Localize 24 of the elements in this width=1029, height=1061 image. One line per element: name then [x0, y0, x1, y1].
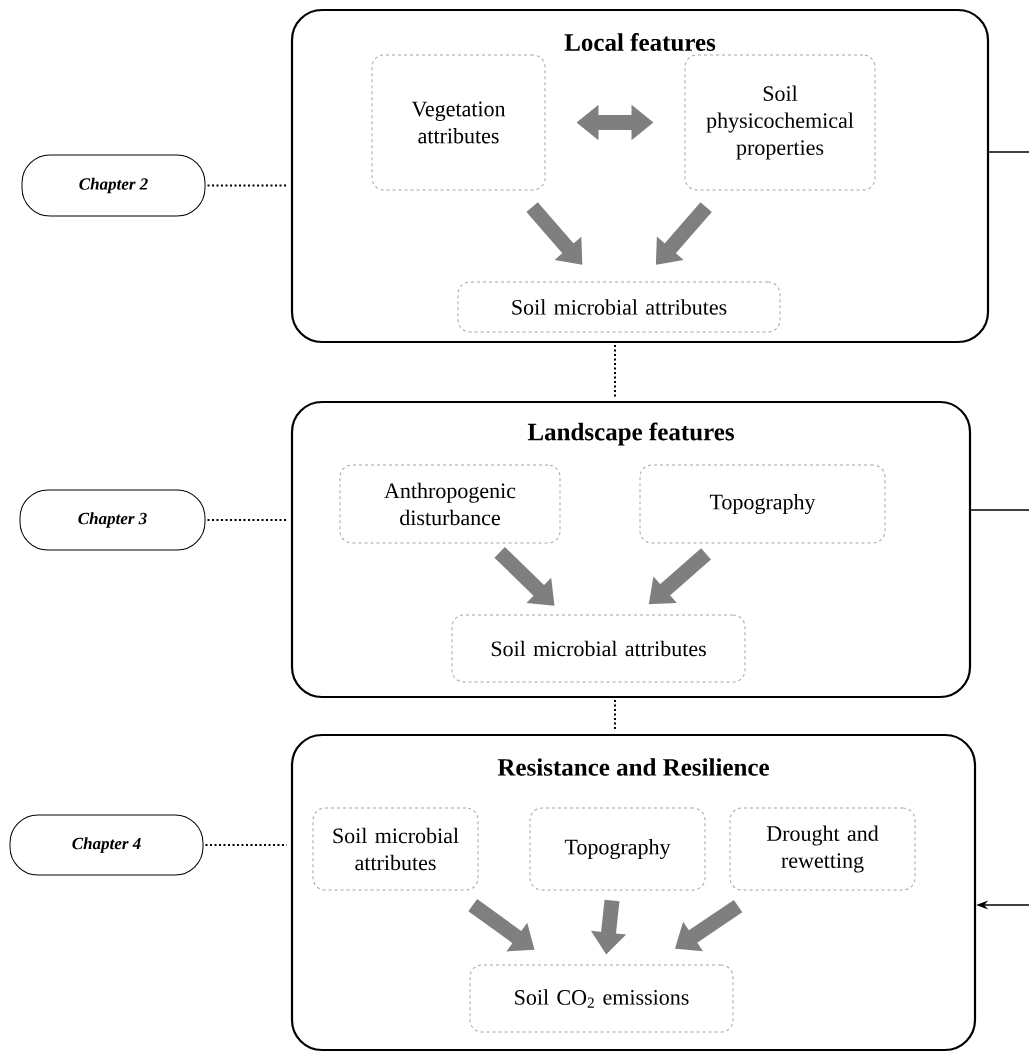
- dotted-connector: [614, 344, 616, 398]
- dotted-connector: [614, 699, 616, 731]
- block-arrow: [526, 202, 583, 265]
- factor-box: Drought and rewetting: [729, 807, 916, 891]
- panel-title: Resistance and Resilience: [497, 758, 769, 776]
- dotted-connector: [206, 519, 288, 521]
- dotted-connector: [206, 184, 288, 187]
- chapter-pill: Chapter 2: [21, 154, 206, 217]
- block-arrow: [494, 546, 555, 606]
- factor-box: Topography: [639, 464, 886, 544]
- connector-line: [988, 151, 1029, 153]
- factor-box: Anthropogenic disturbance: [339, 464, 561, 544]
- chapter-pill: Chapter 3: [19, 489, 206, 551]
- factor-box: Soil microbial attributes: [457, 281, 781, 333]
- factor-box: Soil microbial attributes: [312, 807, 479, 891]
- factor-box: Soil CO$_{2}$ emissions: [469, 964, 734, 1033]
- panel-title: Local features: [564, 33, 716, 51]
- factor-box: Topography: [529, 807, 706, 891]
- connector-line: [970, 509, 1029, 511]
- factor-box: Soil microbial attributes: [451, 614, 746, 683]
- factor-box: Soil physicochemical properties: [684, 54, 876, 191]
- factor-box: Vegetation attributes: [371, 54, 546, 191]
- panel-title: Landscape features: [527, 422, 734, 446]
- chapter-pill: Chapter 4: [9, 814, 204, 876]
